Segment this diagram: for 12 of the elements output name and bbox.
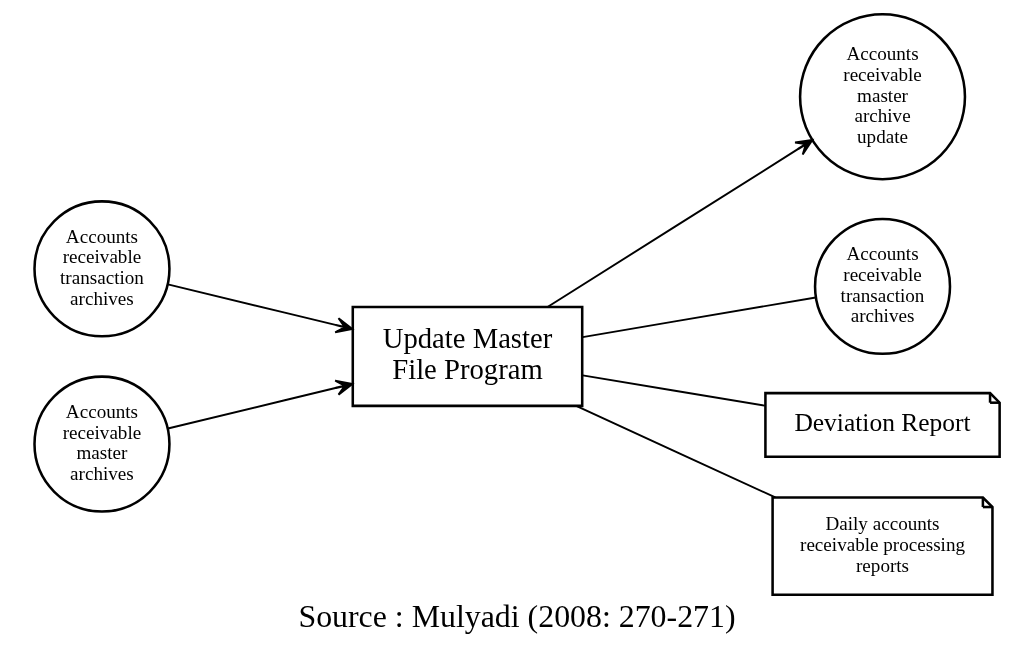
arrow — [166, 379, 353, 430]
node-circle: Accounts receivable transaction archives — [813, 217, 951, 356]
connector — [581, 374, 766, 407]
node-box: Update Master File Program — [351, 305, 583, 408]
arrow — [546, 139, 813, 308]
node-circle: Accounts receivable transaction archives — [32, 200, 171, 338]
connector — [575, 405, 776, 499]
connector — [581, 296, 817, 339]
arrow — [166, 283, 353, 334]
node-circle: Accounts receivable master archive update — [798, 13, 966, 181]
node-circle: Accounts receivable master archives — [32, 375, 171, 513]
caption: Source : Mulyadi (2008: 270-271) — [297, 598, 736, 634]
